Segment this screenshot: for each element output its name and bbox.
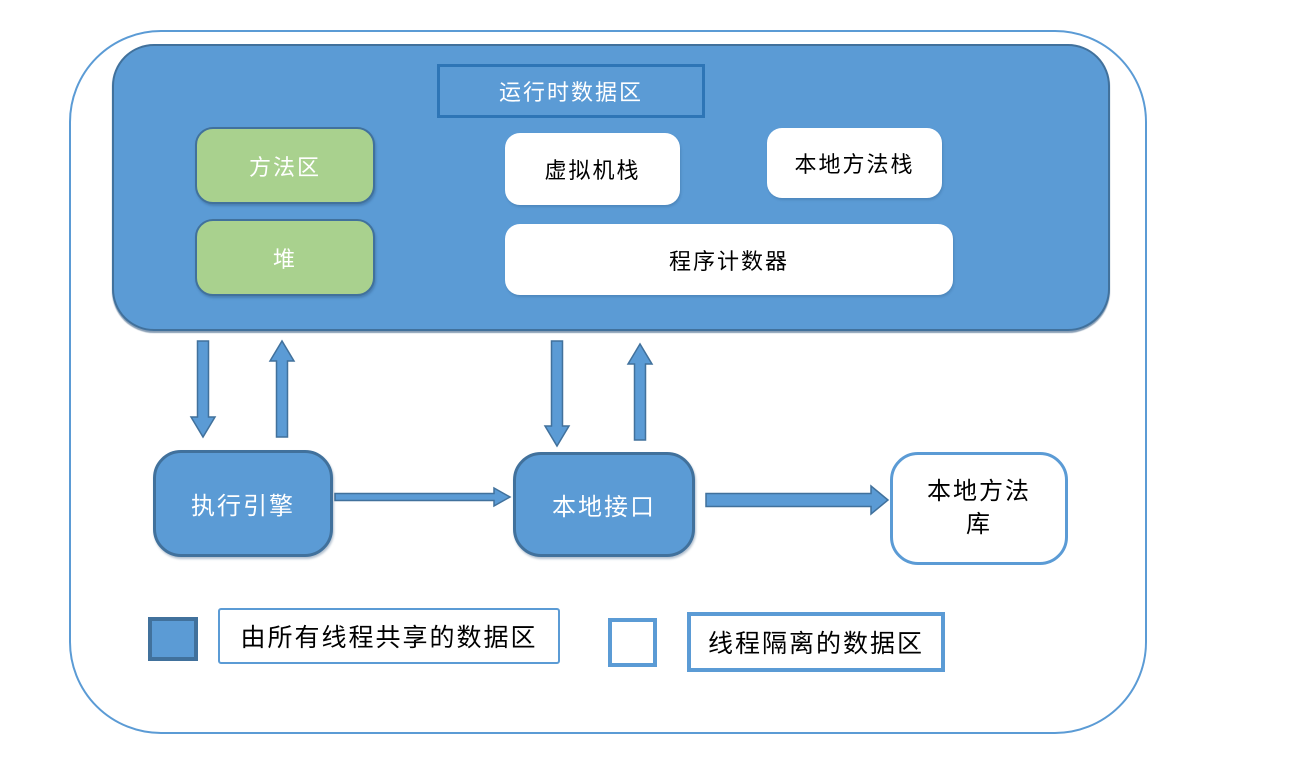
vm-stack-box: 虚拟机栈 <box>505 133 680 205</box>
heap-label: 堆 <box>272 246 297 272</box>
execution-engine-box: 执行引擎 <box>153 450 333 557</box>
legend-shared-label: 由所有线程共享的数据区 <box>240 625 538 652</box>
native-method-stack-label: 本地方法栈 <box>794 152 915 177</box>
native-method-library-line2: 库 <box>966 511 992 538</box>
native-interface-box: 本地接口 <box>513 452 695 557</box>
native-interface-label: 本地接口 <box>552 495 656 521</box>
legend-isolated-label-box: 线程隔离的数据区 <box>687 612 945 672</box>
method-area-box: 方法区 <box>195 127 375 204</box>
native-method-library-box: 本地方法 库 <box>890 452 1068 565</box>
native-method-library-line1: 本地方法 <box>927 479 1031 506</box>
legend-shared-label-box: 由所有线程共享的数据区 <box>218 608 560 664</box>
execution-engine-label: 执行引擎 <box>191 494 295 520</box>
program-counter-label: 程序计数器 <box>668 248 789 274</box>
vm-stack-label: 虚拟机栈 <box>544 158 641 183</box>
method-area-label: 方法区 <box>248 154 321 180</box>
runtime-data-area-title: 运行时数据区 <box>437 64 705 118</box>
legend-shared-swatch <box>148 617 198 661</box>
legend-isolated-label: 线程隔离的数据区 <box>707 631 924 658</box>
program-counter-box: 程序计数器 <box>505 224 953 295</box>
runtime-data-area-title-label: 运行时数据区 <box>498 80 643 105</box>
native-method-stack-box: 本地方法栈 <box>767 128 942 198</box>
legend-isolated-swatch <box>608 618 657 667</box>
heap-box: 堆 <box>195 219 375 296</box>
